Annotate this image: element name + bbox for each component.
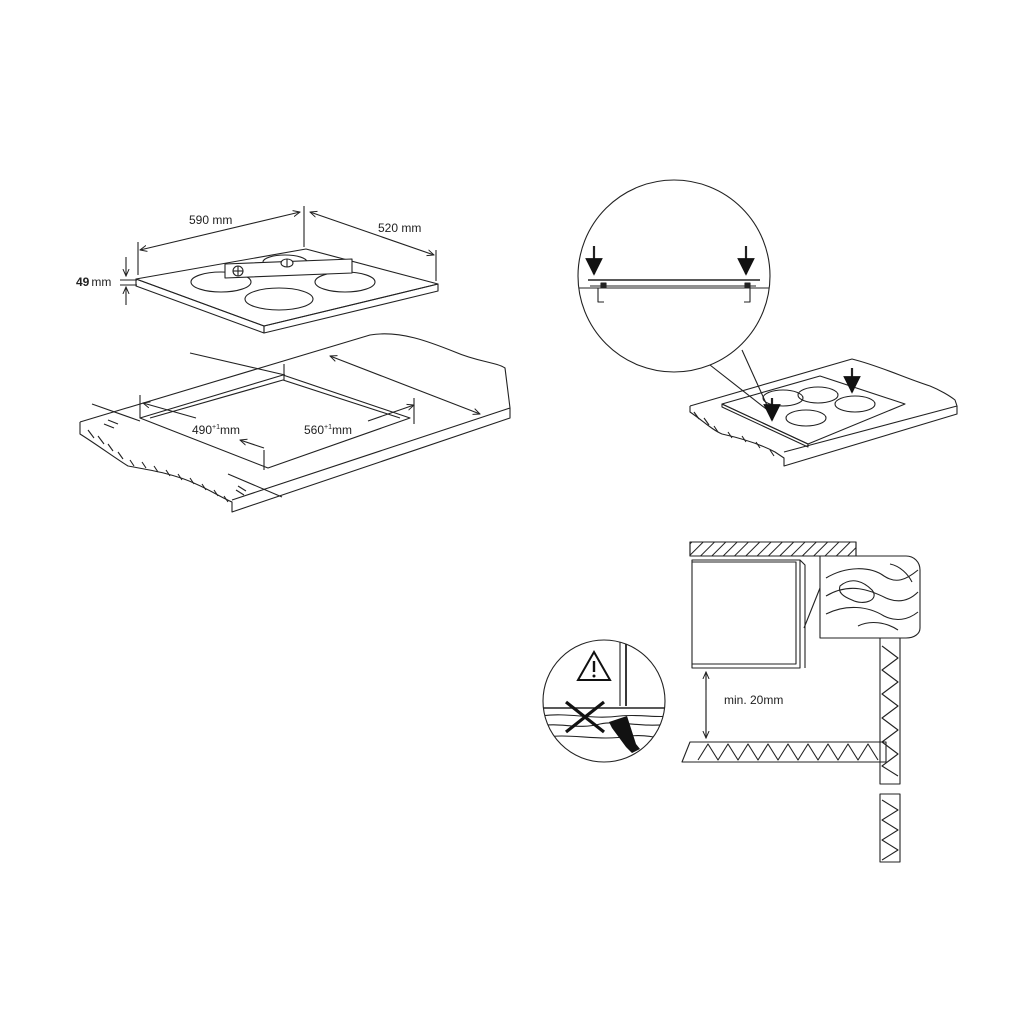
hob-dimension-drawing [120,206,439,334]
cutout-depth-label: 490+1mm [192,423,240,437]
dimension-line-depth [310,212,434,255]
hob-front-edge [135,278,265,334]
warning-magnifier [542,639,666,763]
cooking-zone-left [190,271,252,293]
cutout-width-label: 560+1mm [304,423,352,437]
worktop-section [689,541,857,557]
warning-triangle-icon [576,649,612,681]
magnifier-circle [577,179,771,373]
dimension-line-width [140,212,300,250]
cutout-opening [139,374,411,469]
worktop-outline [79,333,511,501]
cooking-zone-front [244,287,314,311]
wood-block [819,555,921,639]
hob-body-section [691,559,801,669]
min-clearance-label: min. 20mm [724,693,783,707]
cross-icon [565,700,605,734]
seal-detail-drawing [577,179,958,467]
depth-label: 520 mm [378,221,421,235]
clearance-section-drawing [542,541,921,863]
hob-side-edge [263,283,439,334]
arrow-icon [609,716,640,753]
width-label: 590 mm [189,213,232,227]
cooking-zone-right [314,271,376,293]
shelf-section [681,741,887,763]
height-value: 49 [76,275,90,289]
worktop-cutout-drawing [79,333,511,513]
spirit-level [224,258,353,279]
height-unit: mm [91,275,111,289]
